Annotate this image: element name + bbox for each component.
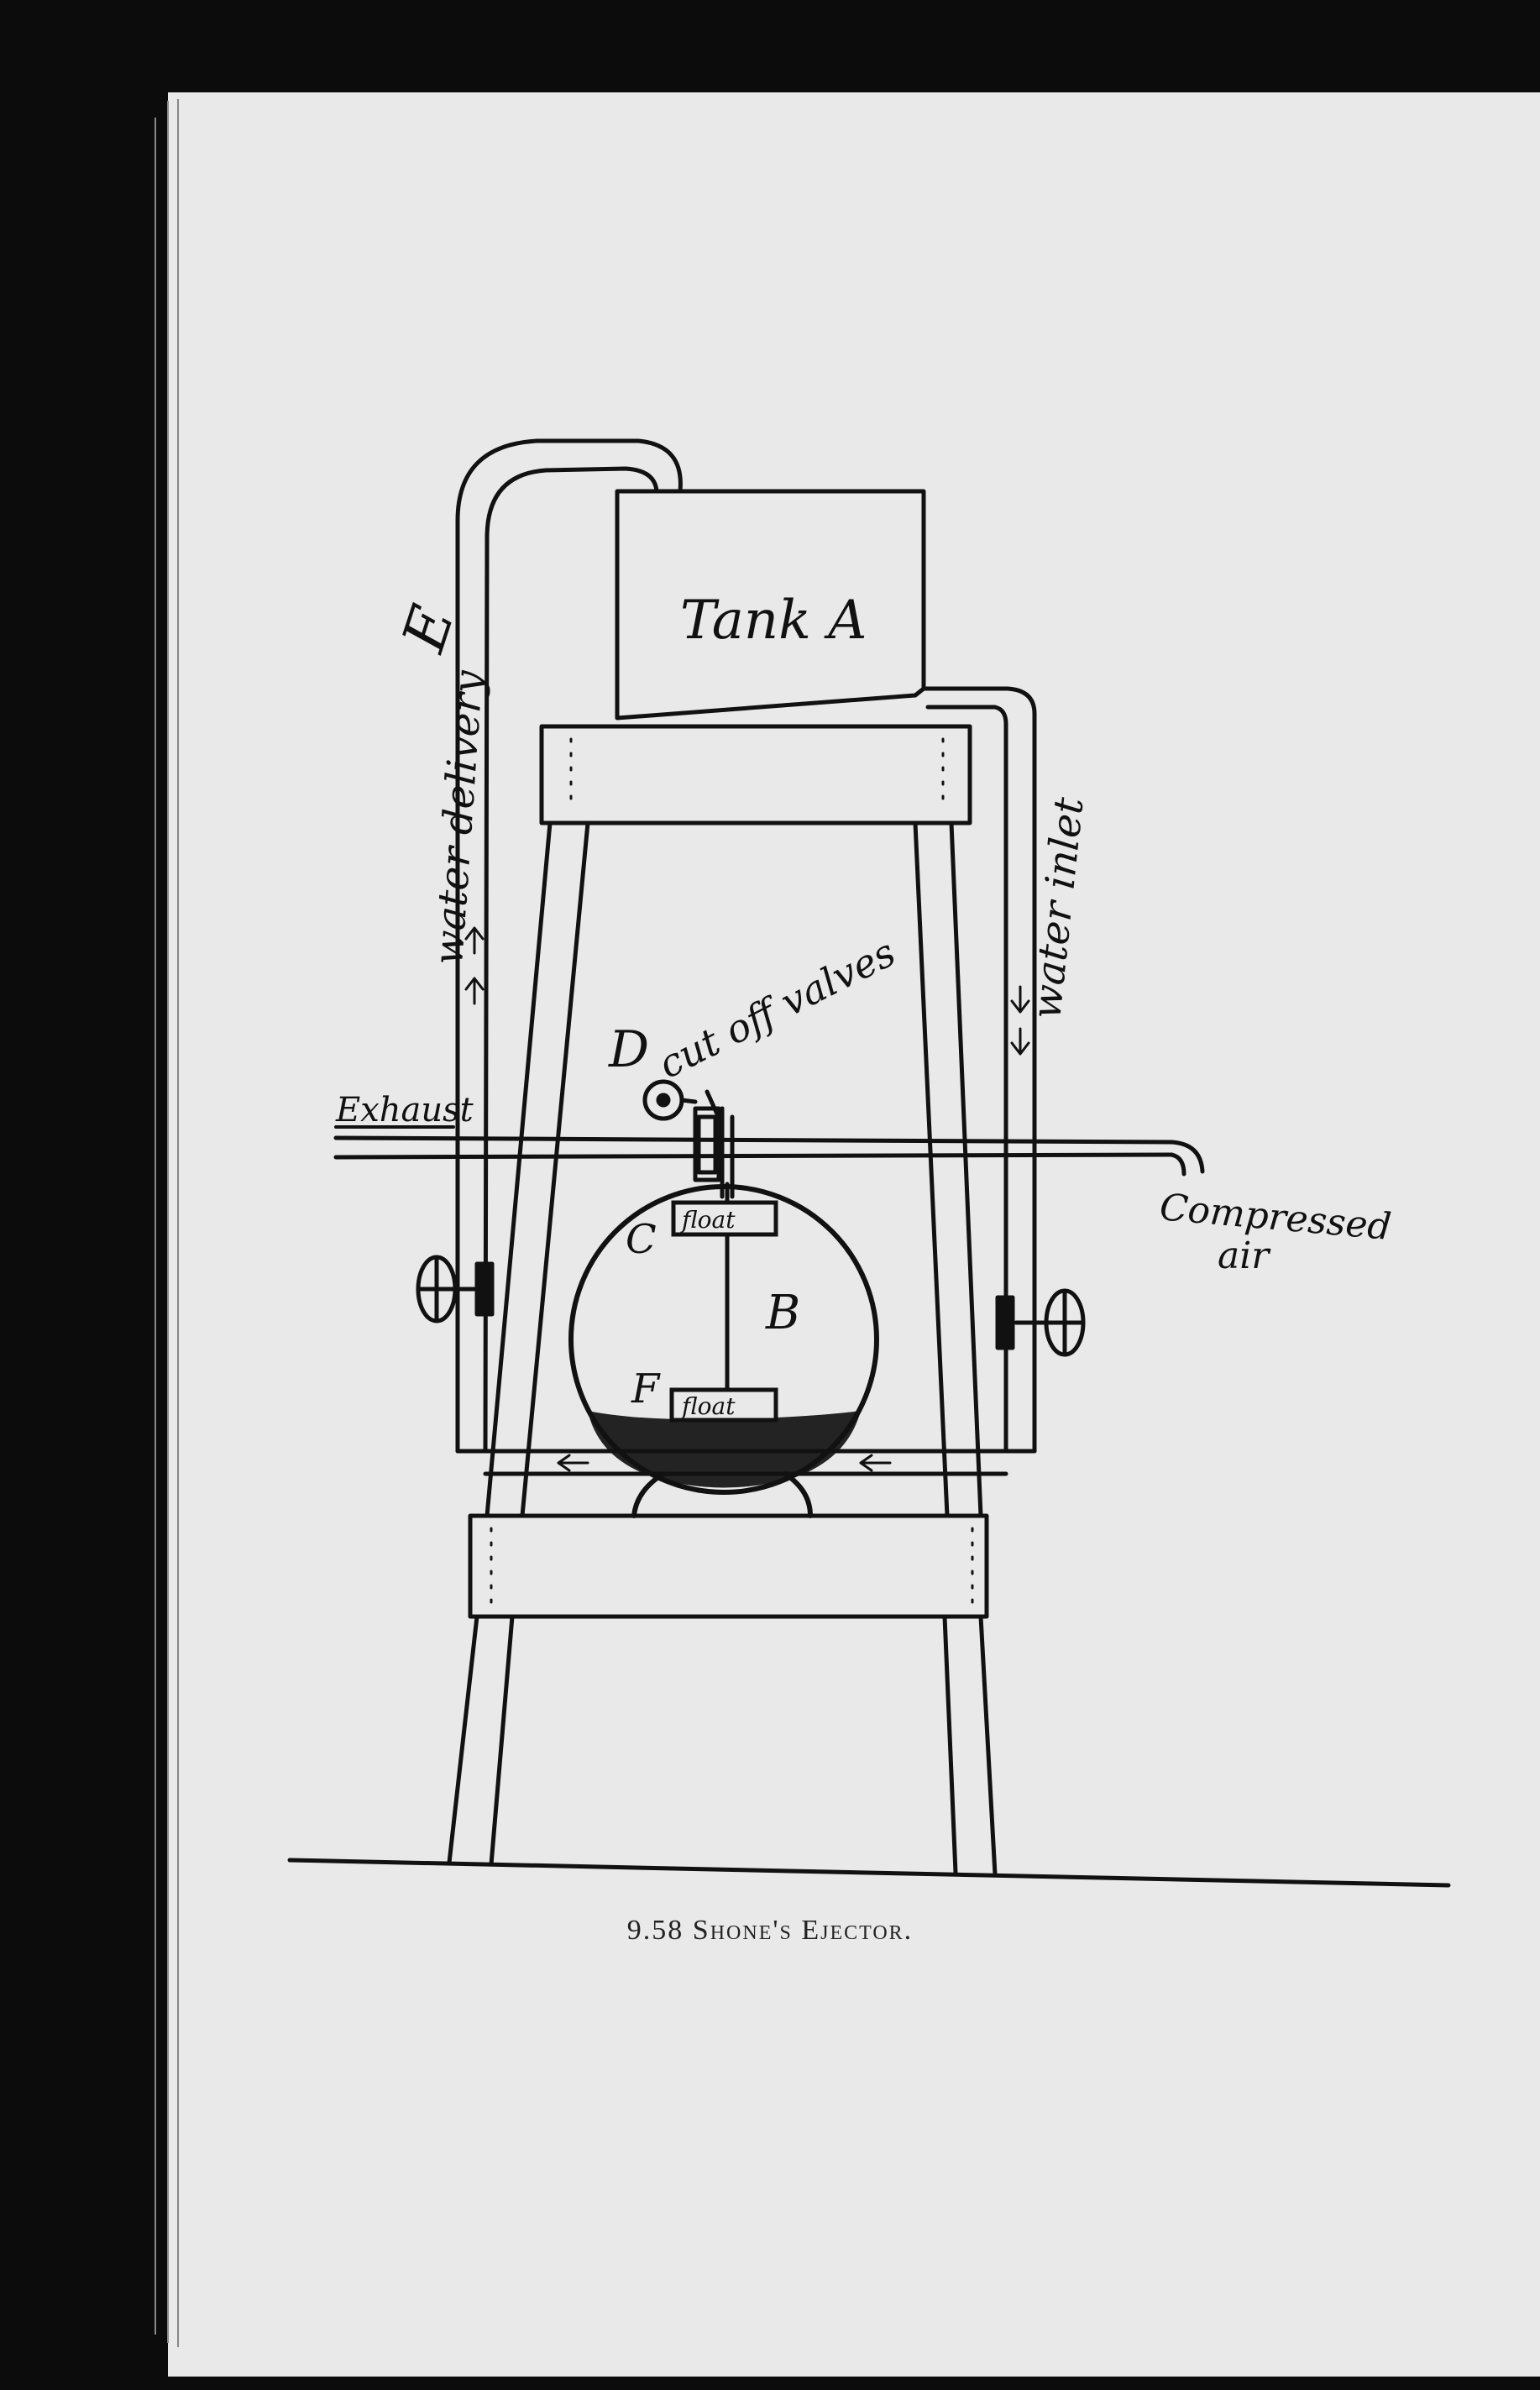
inlet-pipe <box>921 686 1037 1454</box>
tank-label: Tank A <box>680 590 867 652</box>
flow-arrows-bottom <box>557 1454 892 1472</box>
lower-float-letter: F <box>631 1365 661 1413</box>
upper-crossbeam <box>539 724 972 825</box>
vessel-feet <box>631 1471 813 1518</box>
delivery-pipe <box>455 438 683 1454</box>
upper-float <box>671 1200 778 1237</box>
delivery-arrows <box>464 926 485 1005</box>
lower-float <box>669 1387 778 1423</box>
left-handwheel <box>416 1255 495 1323</box>
valve-letter: D <box>608 1020 649 1079</box>
page-paper <box>168 92 1540 2377</box>
vessel-letter: B <box>765 1286 800 1340</box>
frame-legs <box>447 820 998 1877</box>
tank-outline <box>615 489 926 721</box>
lower-float-label: float <box>680 1392 736 1420</box>
cut-off-valve-assembly <box>642 1079 735 1199</box>
right-handwheel <box>995 1288 1086 1357</box>
ground-line <box>287 1858 1451 1888</box>
inlet-arrows <box>1010 985 1030 1056</box>
lower-crossbeam <box>468 1513 989 1619</box>
air-line <box>333 1135 1205 1177</box>
upper-float-letter: C <box>626 1216 657 1263</box>
page-edge-stripes <box>155 99 179 2347</box>
figure-caption: 9.58 Shone's Ejector. <box>626 1915 914 1946</box>
upper-float-label: float <box>680 1206 736 1234</box>
vessel-b <box>568 1184 879 1495</box>
vessel-water <box>588 1411 861 1488</box>
exhaust-label: Exhaust <box>335 1091 474 1129</box>
air-label: air <box>1218 1234 1271 1277</box>
